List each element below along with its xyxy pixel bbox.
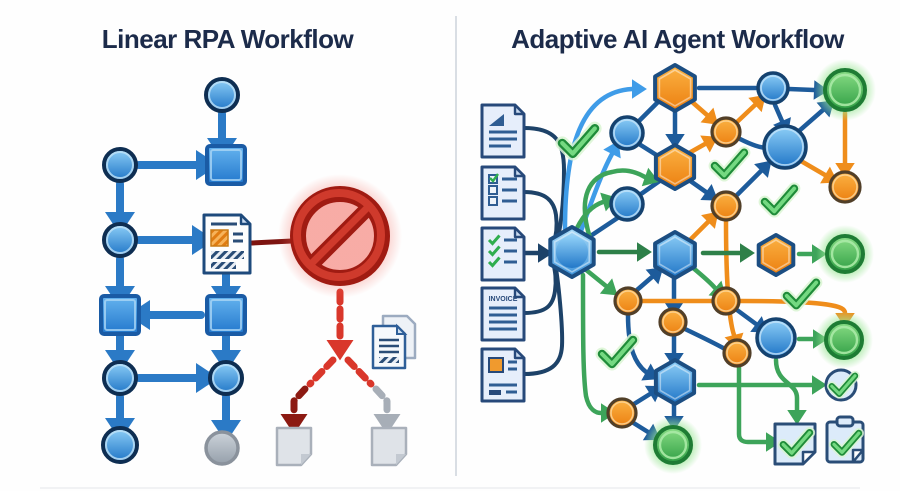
edge-fail-left-2 — [280, 385, 309, 435]
step-circle-3 — [102, 360, 138, 396]
edge-doc3-hub — [518, 243, 553, 263]
verified-badge-icon — [824, 368, 860, 402]
agent-hexagon-4 — [653, 358, 697, 406]
orange-node-4 — [711, 286, 741, 316]
node-circle-2 — [609, 186, 645, 222]
documents-stack-icon — [371, 314, 417, 370]
input-doc-form — [480, 165, 526, 221]
edge-h-i — [135, 363, 219, 393]
edge-oc-od — [682, 326, 728, 352]
checkmark-icon-5 — [595, 333, 640, 371]
completed-clipboard-icon — [825, 415, 865, 464]
end-circle — [101, 426, 139, 464]
left-panel — [99, 77, 417, 467]
edge-c2-hub — [586, 214, 622, 240]
task-square-1 — [205, 144, 247, 186]
edge-doc1-hub — [522, 126, 566, 245]
goal-circle-2 — [816, 225, 874, 283]
panel-divider — [40, 16, 860, 489]
edge-hub-oa — [582, 266, 618, 296]
agent-hexagon-1 — [653, 63, 697, 113]
node-circle-3 — [756, 71, 790, 105]
left-panel-title: Linear RPA Workflow — [101, 24, 354, 54]
step-circle-4 — [208, 360, 244, 396]
agent-hexagon-3 — [653, 230, 697, 280]
goal-circle-4 — [644, 416, 702, 474]
dead-end-page-1 — [275, 426, 313, 467]
edge-o2-od — [723, 218, 744, 350]
edge-goal1-of — [835, 110, 855, 178]
edge-hex4-badge — [696, 375, 827, 395]
dead-end-page-2 — [370, 426, 408, 467]
task-square-2 — [99, 294, 141, 336]
right-panel: INVOICE — [480, 59, 876, 474]
node-circle-big — [762, 124, 808, 170]
input-doc-invoice: INVOICE — [480, 286, 526, 342]
orange-node-8 — [828, 170, 862, 204]
input-doc-photo — [480, 347, 526, 403]
edge-hub-hex1 — [562, 79, 647, 232]
stalled-circle — [204, 430, 240, 466]
step-circle-2 — [102, 222, 138, 258]
edge-oa-hex3 — [634, 267, 664, 293]
agent-hexagon-2 — [653, 143, 697, 191]
edge-hex1-o1 — [688, 98, 719, 125]
node-circle-1 — [609, 115, 645, 151]
orange-node-7 — [606, 397, 638, 429]
checkmark-icon-4 — [780, 276, 823, 312]
svg-text:INVOICE: INVOICE — [489, 296, 518, 303]
edge-doc4-hub — [522, 259, 558, 315]
edge-hex1-c1 — [636, 98, 662, 124]
edge-block-down — [326, 288, 354, 361]
edge-fail-right-1 — [344, 356, 375, 388]
right-panel-title: Adaptive AI Agent Workflow — [511, 24, 844, 54]
edge-hex1-hex2 — [665, 109, 685, 149]
edge-hex3-hex5 — [700, 243, 755, 263]
edge-b3-report — [773, 357, 807, 425]
checkmark-icon-2 — [708, 146, 751, 182]
blocked-sign-icon — [278, 174, 402, 298]
orange-node-5 — [658, 307, 688, 337]
input-doc-checklist — [480, 226, 526, 282]
orange-node-1 — [710, 116, 742, 148]
agent-hexagon-5 — [756, 233, 796, 277]
orange-node-6 — [722, 338, 752, 368]
edge-hub-hex2-curve — [582, 167, 660, 241]
orange-node-2 — [710, 190, 742, 222]
edge-doc5-hub — [522, 261, 565, 376]
task-square-3 — [205, 294, 247, 336]
checkmark-icon-1 — [555, 121, 602, 161]
orange-node-3 — [613, 286, 643, 316]
edge-fail-left-1 — [306, 356, 337, 388]
edge-o2-big — [734, 160, 772, 198]
edge-hex2-c2 — [638, 177, 664, 197]
completed-page-icon — [773, 422, 817, 466]
goal-circle-1 — [814, 59, 876, 121]
node-circle-4 — [755, 317, 797, 359]
agent-hub-hexagon — [548, 225, 596, 279]
edge-fail-right-2 — [372, 385, 401, 435]
checkmark-icon-3 — [758, 182, 801, 218]
start-circle — [204, 77, 240, 113]
report-document-icon — [202, 213, 252, 275]
edge-c1-hex2 — [636, 141, 661, 159]
goal-circle-3 — [815, 311, 873, 369]
edge-od-report — [736, 363, 781, 452]
step-circle-1 — [102, 147, 138, 183]
input-doc-image — [480, 103, 526, 159]
edge-hub-hex3 — [596, 242, 652, 262]
